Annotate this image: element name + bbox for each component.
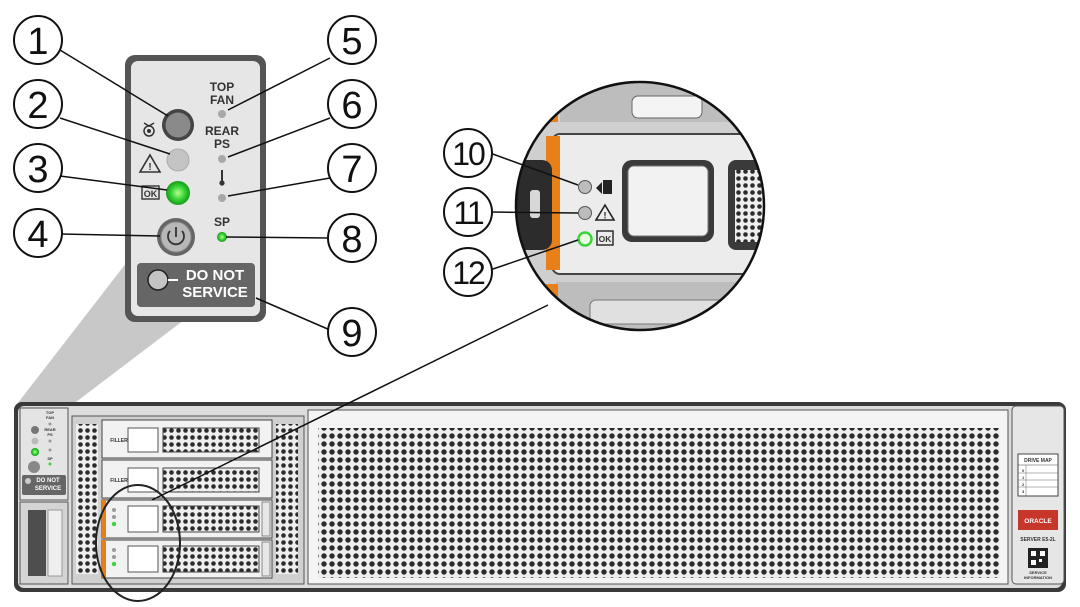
rear-ps-label-line2: PS bbox=[214, 137, 230, 151]
model-label: SERVER E5-2L bbox=[1020, 537, 1055, 543]
callout-9: 9 bbox=[327, 307, 377, 357]
drive-filler-1: FILLER bbox=[101, 419, 273, 459]
drive-3 bbox=[101, 499, 273, 539]
callout-7-number: 7 bbox=[341, 149, 362, 191]
brand-label: ORACLE bbox=[1024, 518, 1052, 525]
callout-11: 11 bbox=[443, 187, 493, 237]
drive-ok-led bbox=[577, 231, 593, 247]
callout-1: 1 bbox=[13, 15, 63, 65]
drive-led-highlight-circle bbox=[95, 484, 181, 602]
rear-ps-label-line1: REAR bbox=[205, 124, 239, 138]
drive-map-title: DRIVE MAP bbox=[1024, 458, 1052, 464]
callout-6: 6 bbox=[327, 79, 377, 129]
top-fan-label-line1: TOP bbox=[210, 80, 234, 94]
drive-map-label bbox=[1017, 453, 1059, 497]
sp-label: SP bbox=[214, 215, 230, 229]
warning-icon: ! bbox=[138, 153, 162, 173]
callout-3: 3 bbox=[13, 143, 63, 193]
mini-sp-label: SP bbox=[47, 456, 53, 461]
service-info-line2: INFORMATION bbox=[1024, 575, 1052, 580]
callout-10-number: 10 bbox=[452, 136, 485, 172]
top-fan-led bbox=[218, 110, 226, 118]
callout-8-number: 8 bbox=[341, 219, 362, 261]
locator-icon bbox=[143, 122, 155, 137]
ok-to-remove-icon bbox=[596, 180, 612, 194]
callout-12-number: 12 bbox=[452, 255, 485, 291]
drive-led-magnifier: ! OK bbox=[514, 80, 766, 332]
mini-dns-line2: SERVICE bbox=[35, 486, 61, 492]
overtemp-led bbox=[218, 194, 226, 202]
filler-label-2: FILLER bbox=[110, 478, 128, 484]
do-not-service-line1: DO NOT bbox=[186, 267, 244, 284]
drive-map-row-3: 3 bbox=[1022, 489, 1025, 494]
power-ok-led bbox=[166, 181, 190, 205]
status-panel-enlarged: ! OK TOP FAN REAR PS SP DO NOT bbox=[125, 55, 266, 322]
drive-warning-icon: ! bbox=[594, 203, 616, 221]
svg-text:!: ! bbox=[148, 162, 151, 173]
oracle-logo-plate bbox=[1018, 510, 1058, 530]
mini-rear-ps-line2: PS bbox=[47, 432, 53, 437]
ok-icon: OK bbox=[141, 185, 160, 200]
drive-filler-2: FILLER bbox=[101, 459, 273, 499]
callout-2-number: 2 bbox=[27, 85, 48, 127]
drive-map-row-0: 0 bbox=[1022, 468, 1025, 473]
callout-5-number: 5 bbox=[341, 21, 362, 63]
drive-ok-glyph: OK bbox=[599, 234, 613, 244]
callout-9-number: 9 bbox=[341, 313, 362, 355]
ok-glyph: OK bbox=[144, 189, 158, 199]
sp-led bbox=[217, 232, 227, 242]
mini-rear-ps-line1: REAR bbox=[44, 427, 55, 432]
mini-dns-line1: DO NOT bbox=[36, 478, 60, 484]
callout-4-number: 4 bbox=[27, 214, 48, 256]
callout-5: 5 bbox=[327, 15, 377, 65]
callout-10: 10 bbox=[443, 128, 493, 178]
magnifier-connector bbox=[151, 304, 549, 501]
do-not-service-line2: SERVICE bbox=[182, 284, 248, 301]
top-fan-label-line2: FAN bbox=[210, 93, 234, 107]
mini-top-fan-line1: TOP bbox=[46, 410, 54, 415]
drive-4 bbox=[101, 539, 273, 579]
filler-label-1: FILLER bbox=[110, 438, 128, 444]
mini-top-fan-line2: FAN bbox=[46, 415, 54, 420]
callout-1-number: 1 bbox=[27, 21, 48, 63]
drive-map-row-2: 2 bbox=[1022, 482, 1025, 487]
service-required-led bbox=[166, 148, 190, 172]
right-ear: DRIVE MAP 0 1 2 3 ORACLE SERVER E5-2L SE… bbox=[1011, 405, 1065, 585]
callout-11-number: 11 bbox=[453, 195, 483, 231]
callout-3-number: 3 bbox=[27, 149, 48, 191]
callout-6-number: 6 bbox=[341, 85, 362, 127]
rear-ps-led bbox=[218, 155, 226, 163]
callout-8: 8 bbox=[327, 213, 377, 263]
power-icon bbox=[167, 227, 185, 246]
drive-map-row-1: 1 bbox=[1022, 475, 1025, 480]
callout-4: 4 bbox=[13, 208, 63, 258]
callout-12: 12 bbox=[443, 247, 493, 297]
ok-to-remove-led bbox=[578, 180, 592, 194]
svg-text:!: ! bbox=[604, 211, 607, 221]
leader-lines bbox=[59, 49, 579, 331]
callout-2: 2 bbox=[13, 79, 63, 129]
drive-service-led bbox=[578, 206, 592, 220]
server-chassis: TOP FAN REAR PS SP DO NOT SERVICE FILLER… bbox=[14, 402, 1066, 602]
callout-7: 7 bbox=[327, 143, 377, 193]
service-info-line1: SERVICE bbox=[1029, 570, 1047, 575]
thermometer-icon bbox=[219, 170, 225, 186]
drive-ok-icon: OK bbox=[596, 230, 614, 246]
